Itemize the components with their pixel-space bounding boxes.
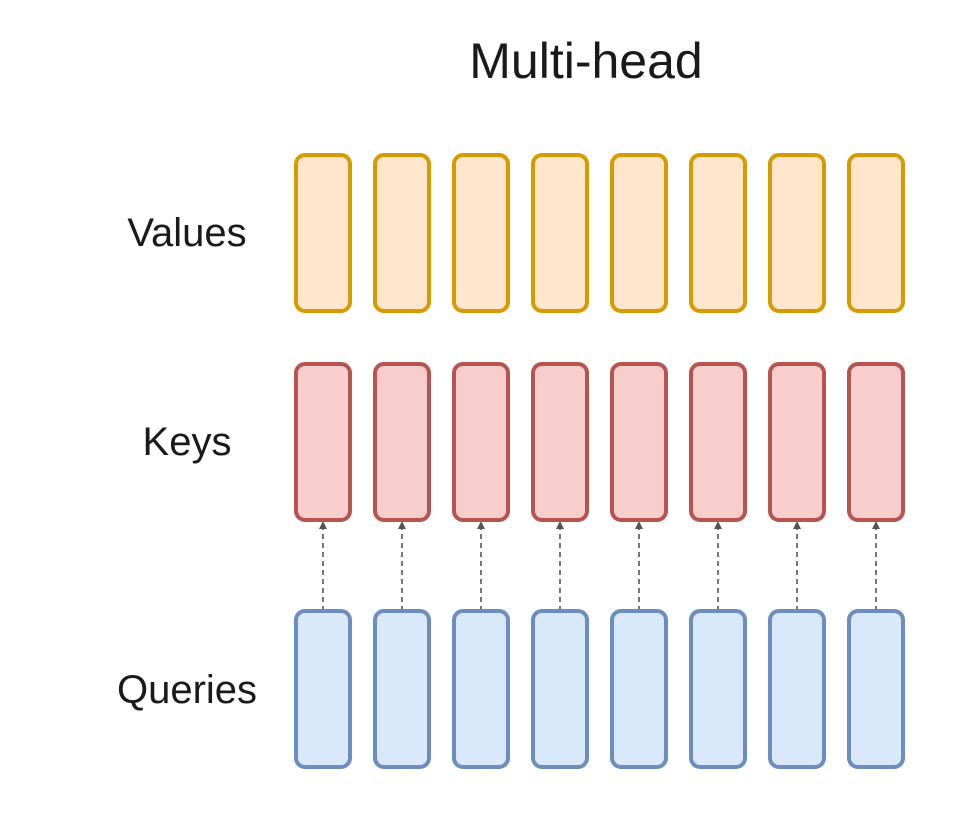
keys-head-box-2: [373, 362, 431, 522]
row-label-queries: Queries: [117, 668, 257, 712]
queries-head-box-6: [689, 609, 747, 769]
values-head-box-7: [768, 153, 826, 313]
row-label-keys: Keys: [143, 420, 232, 464]
values-head-box-6: [689, 153, 747, 313]
values-head-box-1: [294, 153, 352, 313]
keys-head-box-7: [768, 362, 826, 522]
keys-head-box-4: [531, 362, 589, 522]
keys-head-box-3: [452, 362, 510, 522]
queries-head-box-7: [768, 609, 826, 769]
queries-head-box-3: [452, 609, 510, 769]
queries-head-box-1: [294, 609, 352, 769]
values-head-box-2: [373, 153, 431, 313]
queries-head-row: [294, 609, 905, 769]
queries-head-box-2: [373, 609, 431, 769]
query-key-connectors: [319, 521, 880, 611]
queries-head-box-5: [610, 609, 668, 769]
queries-head-box-8: [847, 609, 905, 769]
values-head-box-4: [531, 153, 589, 313]
keys-head-box-8: [847, 362, 905, 522]
row-label-values: Values: [127, 211, 246, 255]
values-head-box-3: [452, 153, 510, 313]
values-head-box-5: [610, 153, 668, 313]
values-head-row: [294, 153, 905, 313]
keys-head-row: [294, 362, 905, 522]
diagram-title: Multi-head: [469, 33, 702, 89]
keys-head-box-6: [689, 362, 747, 522]
values-head-box-8: [847, 153, 905, 313]
queries-head-box-4: [531, 609, 589, 769]
keys-head-box-1: [294, 362, 352, 522]
keys-head-box-5: [610, 362, 668, 522]
